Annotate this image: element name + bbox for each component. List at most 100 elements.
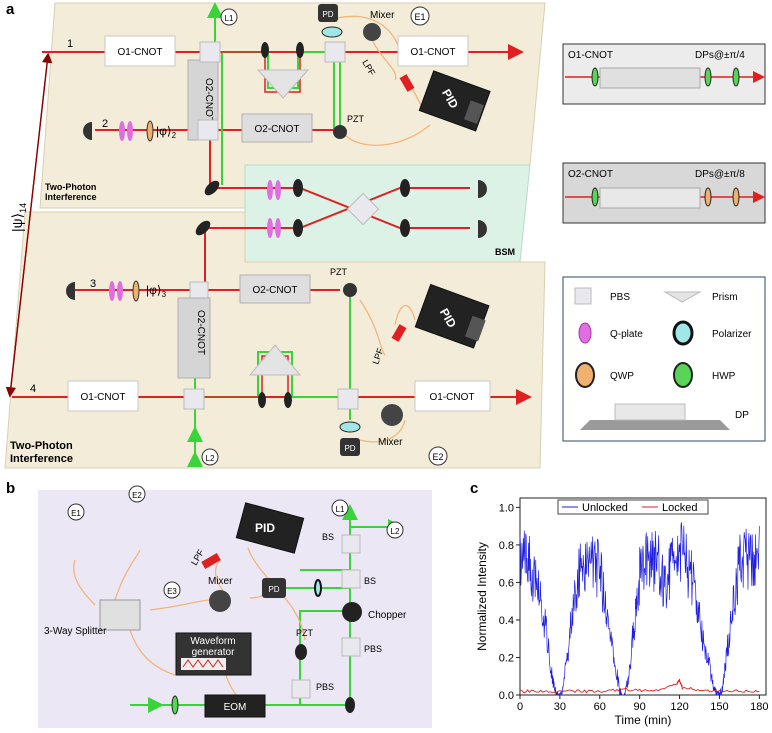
mirror-b1 bbox=[258, 392, 266, 408]
b-pd-label: PD bbox=[268, 585, 279, 594]
o2-cnot-label-upper: O2-CNOT bbox=[255, 124, 300, 135]
b-eom-label: EOM bbox=[224, 702, 247, 713]
qplate-bsm-4 bbox=[275, 218, 281, 238]
port-label-1: 1 bbox=[67, 38, 73, 50]
bsm-plate bbox=[244, 164, 531, 263]
b-e1-circle bbox=[67, 503, 85, 521]
inset-o1-hwp-2 bbox=[704, 67, 712, 87]
b-e3-label: E3 bbox=[167, 587, 177, 596]
y-tick-label: 1.0 bbox=[499, 502, 514, 514]
x-tick-label: 60 bbox=[594, 701, 606, 713]
mirror-bsm-in-1 bbox=[204, 180, 220, 196]
pd-label-lower: PD bbox=[344, 444, 355, 453]
cable-lpf-pid-lower bbox=[394, 304, 416, 326]
e1-label-upper: E1 bbox=[414, 12, 425, 22]
o1-cnot-label-2: O1-CNOT bbox=[411, 47, 456, 58]
x-tick-label: 120 bbox=[670, 701, 688, 713]
b-l2-circle bbox=[386, 521, 404, 539]
y-tick-label: 0.0 bbox=[499, 690, 514, 702]
mirror-a1 bbox=[261, 42, 269, 58]
detector-2 bbox=[83, 122, 92, 140]
b-e1-label: E1 bbox=[71, 509, 81, 518]
mixer-label-lower: Mixer bbox=[378, 437, 403, 448]
legend-dp-icon bbox=[614, 403, 686, 421]
pd-box-upper bbox=[318, 4, 338, 22]
o1-cnot-label-3: O1-CNOT bbox=[81, 392, 126, 403]
o1-cnot-label-1: O1-CNOT bbox=[118, 47, 163, 58]
qplate-bsm-2 bbox=[275, 180, 281, 200]
b-mixer bbox=[209, 590, 231, 612]
pbs-cube-a3 bbox=[197, 119, 219, 141]
b-bs-lower-label: BS bbox=[364, 576, 376, 586]
b-bs-lower bbox=[341, 569, 361, 589]
b-pbs-bottom-label: PBS bbox=[316, 682, 334, 692]
legend-qwp-label: QWP bbox=[610, 371, 634, 382]
b-waveform-screen bbox=[181, 658, 226, 670]
legend-hwp-label: HWP bbox=[712, 371, 736, 382]
qplate-3a bbox=[109, 281, 115, 301]
b-e3-circle bbox=[163, 581, 181, 599]
legend-prism-label: Prism bbox=[712, 292, 738, 303]
pzt-mirror-upper bbox=[333, 125, 347, 139]
b-waveform-label-2: generator bbox=[192, 647, 235, 658]
legend-qwp-icon bbox=[575, 362, 595, 388]
inset-o2-dp-block bbox=[599, 187, 701, 209]
o2-cnot-box-upper bbox=[241, 113, 313, 143]
mixer-upper bbox=[363, 23, 381, 41]
tpi-upper-line1: Two-Photon bbox=[45, 182, 96, 192]
y-tick-label: 0.4 bbox=[499, 615, 514, 627]
tpi-upper-line2: Interference bbox=[45, 192, 97, 202]
b-mirror-bottom-right bbox=[345, 697, 355, 713]
l1-circle-a bbox=[220, 8, 238, 26]
b-bs-upper bbox=[341, 534, 361, 554]
pzt-label-lower: PZT bbox=[330, 267, 348, 277]
x-tick-label: 30 bbox=[554, 701, 566, 713]
b-pzt-mirror bbox=[295, 644, 307, 660]
pzt-label-upper: PZT bbox=[347, 114, 365, 124]
b-pid-label: PID bbox=[255, 521, 275, 535]
pbs-cube-b1 bbox=[189, 281, 209, 301]
bsm-beamsplitter bbox=[346, 192, 380, 226]
phi2-label: |φ⟩2 bbox=[156, 124, 177, 140]
legend-hwp-icon bbox=[673, 362, 693, 388]
b-pbs-right bbox=[341, 637, 361, 657]
b-chopper-label: Chopper bbox=[368, 610, 407, 621]
y-tick-label: 0.2 bbox=[499, 652, 514, 664]
b-pd bbox=[262, 578, 286, 598]
legend-qplate-icon bbox=[578, 322, 592, 344]
inset-o2-qwp-2 bbox=[732, 187, 740, 207]
port-label-4: 4 bbox=[30, 383, 36, 395]
qplate-bsm-1 bbox=[267, 180, 273, 200]
b-waveform-label-1: Waveform bbox=[190, 636, 235, 647]
inset-o1-dp-block bbox=[599, 67, 701, 89]
mirror-bsm-d bbox=[400, 219, 410, 237]
polarizer-upper bbox=[321, 26, 343, 38]
tpi-lower-line2: Interference bbox=[10, 453, 73, 465]
mixer-label-upper: Mixer bbox=[370, 10, 395, 21]
prism-lower bbox=[248, 344, 302, 376]
legend-dp-icon-base bbox=[580, 420, 730, 430]
panel-a-label: a bbox=[6, 1, 15, 18]
mirror-bsm-a bbox=[293, 179, 303, 197]
detector-bsm-1 bbox=[478, 180, 487, 198]
plot-area bbox=[519, 497, 767, 696]
legend-polarizer-label: Polarizer bbox=[712, 329, 752, 340]
port-label-2: 2 bbox=[102, 118, 108, 130]
b-cable-e2 bbox=[114, 549, 141, 601]
x-tick-label: 90 bbox=[634, 701, 646, 713]
b-chopper bbox=[342, 602, 362, 622]
o1-cnot-box-1 bbox=[104, 35, 176, 67]
b-hwp bbox=[171, 695, 179, 715]
b-e2-circle bbox=[128, 485, 146, 503]
cable-pd-mixer-lower bbox=[359, 419, 406, 443]
legend-dp-label: DP bbox=[735, 410, 749, 421]
pid-box-lower bbox=[414, 283, 490, 349]
e1-circle-upper bbox=[410, 6, 430, 26]
legend-pbs-label: PBS bbox=[610, 292, 630, 303]
series-line-locked bbox=[519, 678, 760, 694]
b-l1-label: L1 bbox=[336, 505, 345, 514]
cable-pzt-lower bbox=[359, 299, 386, 356]
lpf-upper bbox=[399, 74, 415, 92]
b-l1-circle bbox=[331, 499, 349, 517]
